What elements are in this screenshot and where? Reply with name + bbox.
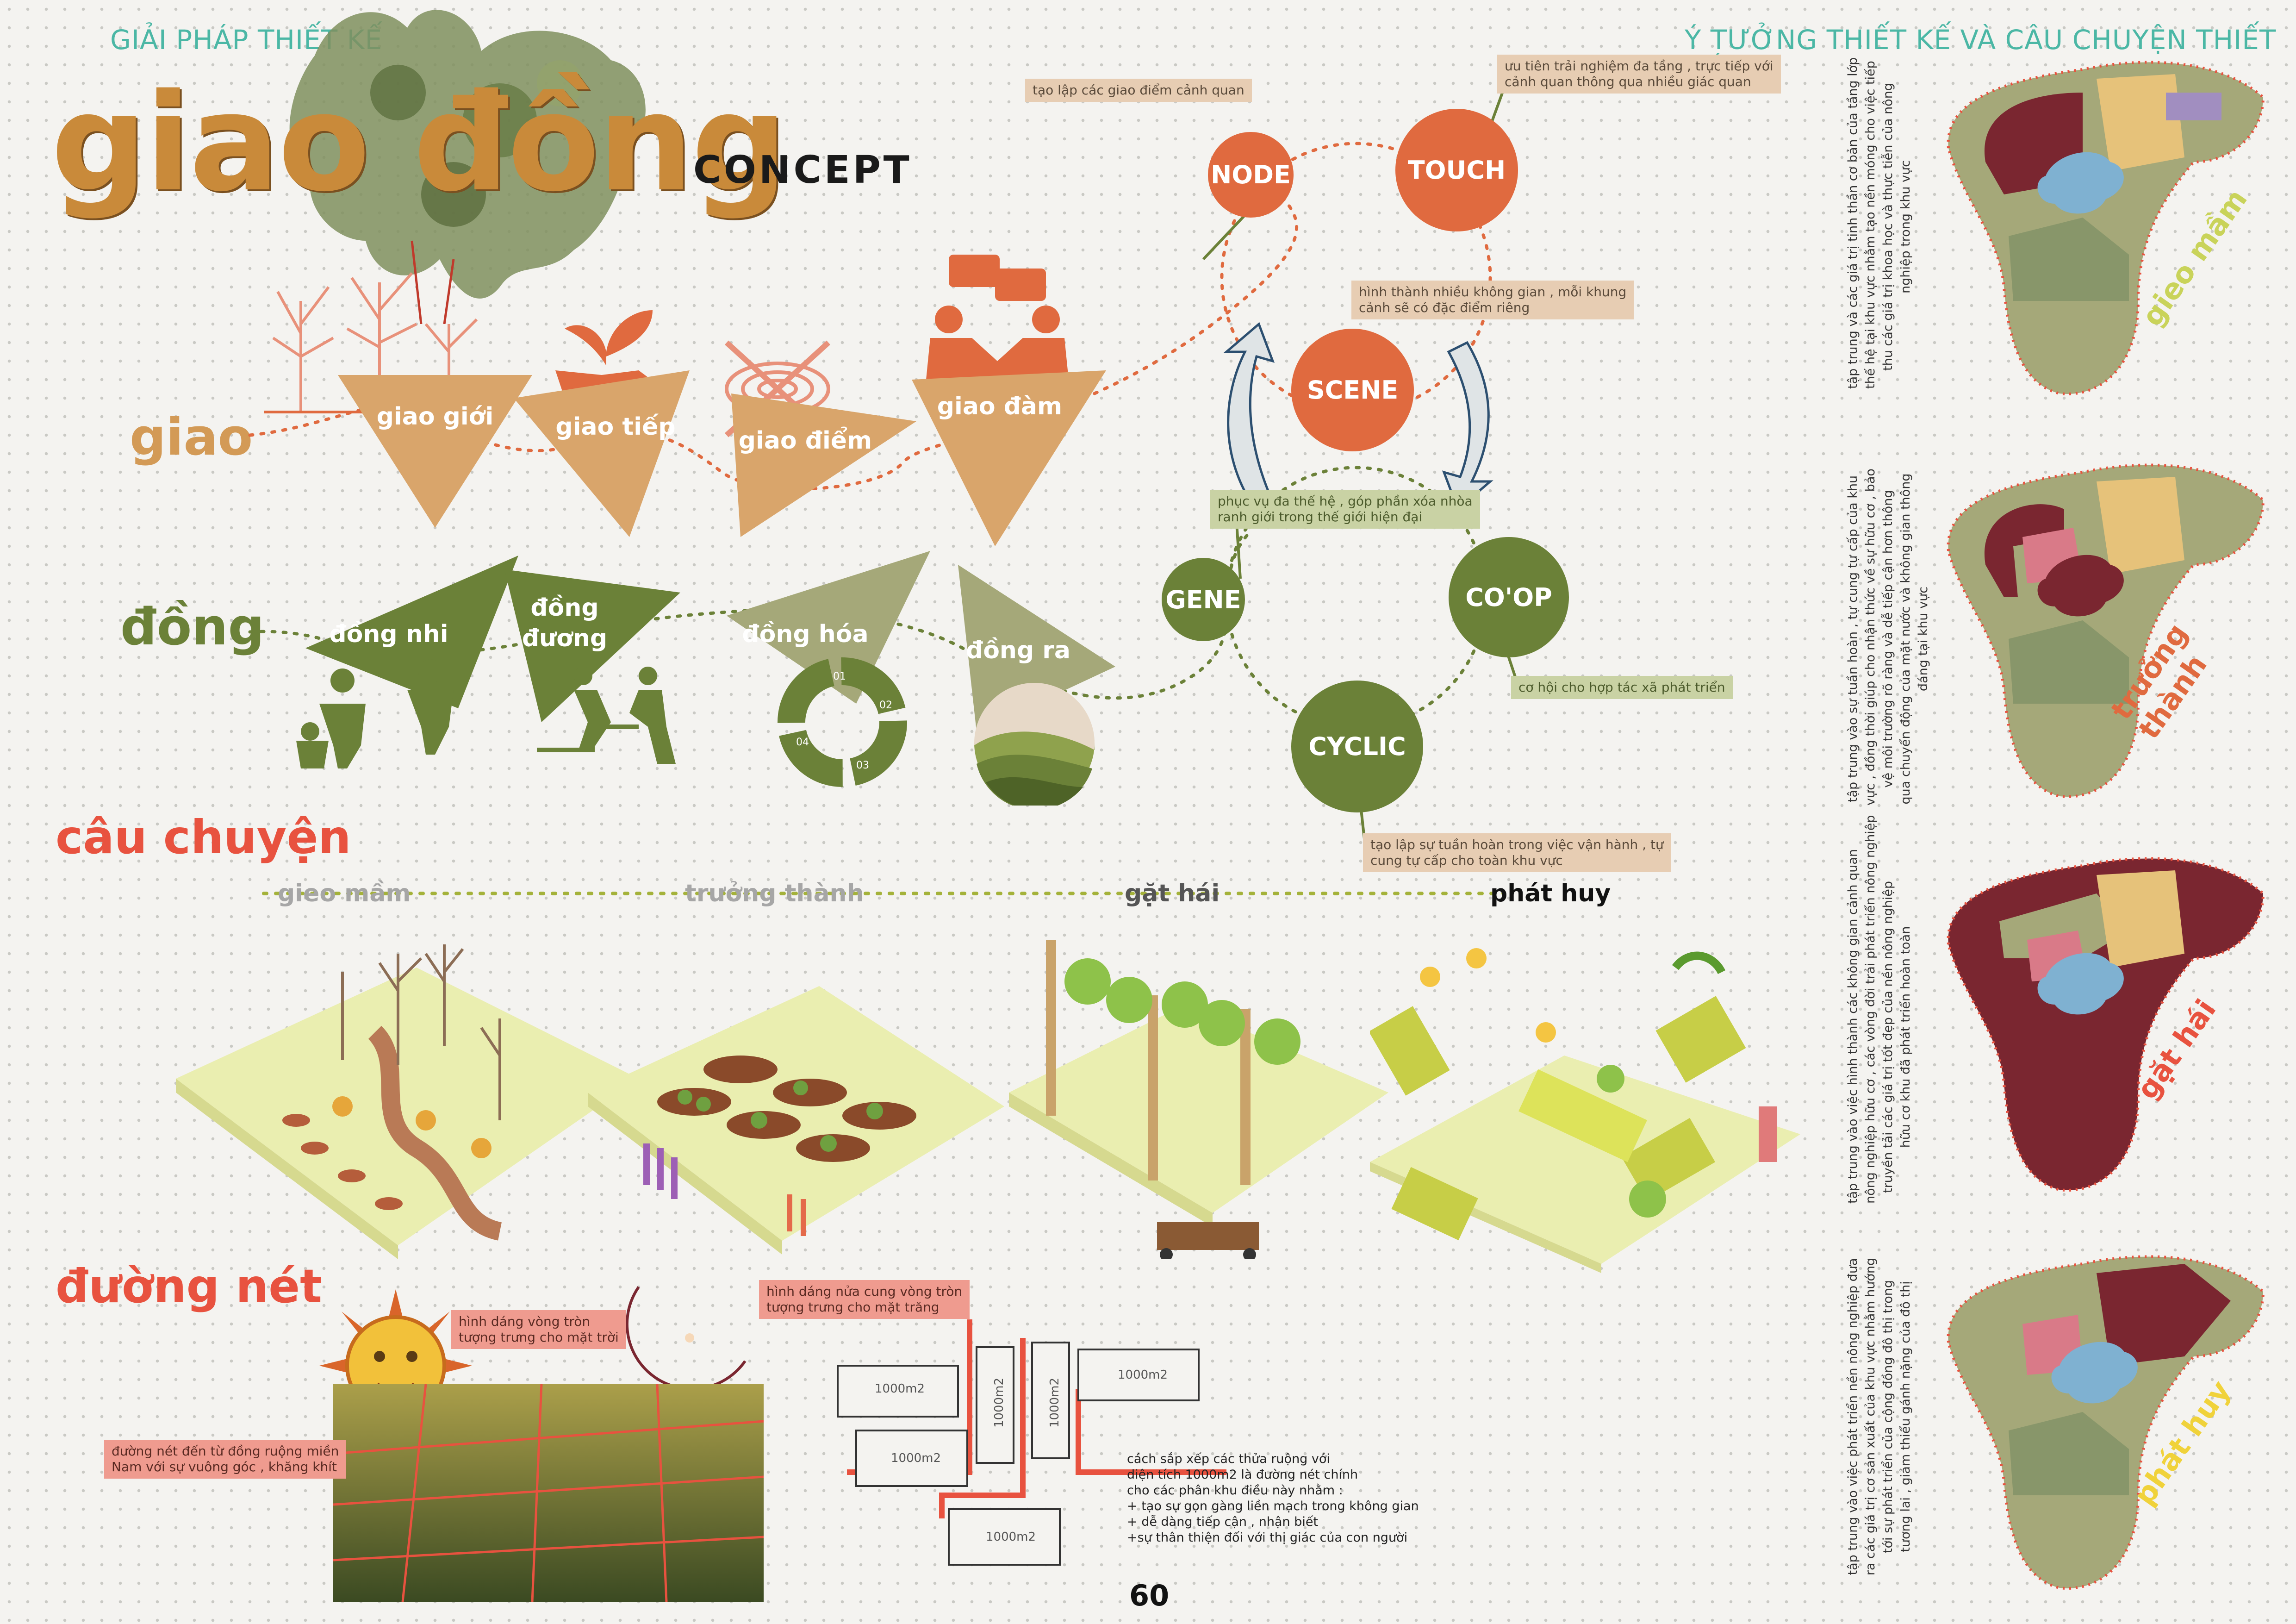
stage-gat-hai: gặt hái <box>1125 880 1220 907</box>
stage-gieo-mam: gieo mầm <box>278 880 411 907</box>
gene-note: phục vụ đa thế hệ , góp phần xóa nhòa ra… <box>1210 490 1480 529</box>
dong-nhi-triangle <box>305 556 518 708</box>
scene-note: hình thành nhiều không gian , mỗi khung … <box>1351 281 1634 319</box>
dong-nhi-label: đồng nhi <box>329 620 448 648</box>
dong-duong-triangle <box>504 569 680 722</box>
handshake-chat-icon <box>926 255 1069 384</box>
moon-note: hình dáng nửa cung vòng tròn tượng trưng… <box>759 1280 970 1319</box>
plot-label-3: 1000m2 <box>1048 1377 1062 1428</box>
node-circle: NODE <box>1208 132 1294 218</box>
giao-diem-triangle <box>731 394 916 537</box>
arrangement-text: cách sắp xếp các thửa ruộng với diện tíc… <box>1127 1452 1419 1545</box>
sun-note: hình dáng vòng tròn tượng trưng cho mặt … <box>451 1310 626 1349</box>
giao-gioi-label: giao giới <box>376 403 494 431</box>
planting-scene <box>176 944 639 1259</box>
harvest-scene <box>1009 940 1388 1259</box>
cycle-number-03: 03 <box>856 760 869 771</box>
concept-title: giao đồng <box>51 65 788 221</box>
dong-hoa-label: đồng hóa <box>742 620 869 648</box>
giao-row-label: giao <box>130 407 253 467</box>
dong-ra-triangle <box>958 565 1115 731</box>
forest-texture <box>289 10 646 324</box>
dong-hoa-triangle <box>727 551 930 704</box>
plot-label-5: 1000m2 <box>891 1451 941 1465</box>
phase-text-gieo-mam: tập trung và các giá trị tinh thần cơ bả… <box>1846 57 1913 389</box>
header-right: Ý TƯỞNG THIẾT KẾ VÀ CÂU CHUYỆN THIẾT KẾ <box>1685 24 2277 87</box>
phase-map-truong-thanh <box>1947 463 2265 798</box>
field-note: đường nét đến từ đồng ruộng miền Nam với… <box>104 1440 347 1479</box>
dong-row-label: đồng <box>120 597 265 656</box>
landscape-circle-icon <box>974 683 1095 806</box>
phase-map-gieo-mam <box>1947 61 2265 395</box>
coop-circle: CO'OP <box>1449 537 1569 657</box>
giao-tiep-triangle <box>514 370 690 537</box>
touch-circle: TOUCH <box>1395 109 1518 231</box>
phase-text-gat-hai: tập trung vào việc hình thành các không … <box>1846 815 1913 1204</box>
page-number: 60 <box>1129 1579 1170 1612</box>
giao-dam-label: giao đàm <box>937 393 1063 420</box>
plot-label-6: 1000m2 <box>986 1530 1036 1544</box>
stage-truong-thanh: trưởng thành <box>685 880 864 907</box>
gene-circle: GENE <box>1162 558 1245 641</box>
helping-hand-icon <box>537 667 676 764</box>
cycle-number-04: 04 <box>796 737 809 748</box>
plot-label-1: 1000m2 <box>875 1382 925 1396</box>
giao-tiep-label: giao tiếp <box>555 413 676 441</box>
coop-note: cơ hội cho hợp tác xã phát triển <box>1511 676 1733 699</box>
concept-subtitle: CONCEPT <box>693 148 912 192</box>
cyclic-note: tạo lập sự tuần hoàn trong việc vận hành… <box>1363 833 1671 872</box>
plot-label-2: 1000m2 <box>992 1377 1007 1428</box>
giao-diem-label: giao điểm <box>738 427 872 455</box>
phase-map-phat-huy <box>1947 1255 2265 1590</box>
recycle-cycle-icon: 01 02 03 04 <box>778 657 907 787</box>
growing-scene <box>588 986 1004 1255</box>
phase-text-phat-huy: tập trung vào việc phát triển nền nông n… <box>1846 1257 1913 1576</box>
dong-ra-label: đồng ra <box>965 637 1071 664</box>
touch-note: ưu tiên trải nghiệm đa tầng , trực tiếp … <box>1497 55 1781 94</box>
cycle-number-01: 01 <box>833 671 846 682</box>
rice-field-photo <box>333 1384 764 1602</box>
lines-heading: đường nét <box>56 1259 322 1313</box>
story-heading: câu chuyện <box>56 810 351 864</box>
moon-icon <box>625 1286 747 1391</box>
pest-control-scene <box>1370 948 1800 1273</box>
phase-text-truong-thanh: tập trung vào sự tuần hoàn , tự cung tự … <box>1846 468 1930 806</box>
dong-duong-label: đồng đương <box>522 594 608 652</box>
giao-dam-triangle <box>912 370 1106 546</box>
stage-phat-huy: phát huy <box>1490 880 1611 907</box>
phase-map-gat-hai <box>1947 857 2265 1192</box>
plot-label-4: 1000m2 <box>1118 1368 1168 1382</box>
giao-gioi-triangle <box>338 375 532 528</box>
children-icon <box>296 659 454 768</box>
cycle-number-02: 02 <box>879 700 892 711</box>
node-note: tạo lập các giao điểm cảnh quan <box>1025 79 1252 102</box>
scene-circle: SCENE <box>1291 329 1414 451</box>
cyclic-circle: CYCLIC <box>1291 681 1423 812</box>
